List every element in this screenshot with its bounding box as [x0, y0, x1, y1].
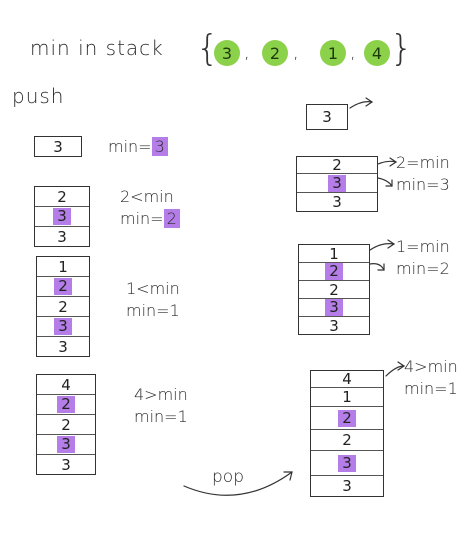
arrow-2b	[377, 177, 393, 187]
stack-cell: 4	[311, 370, 383, 388]
push-note-4: 4>min min=1	[134, 385, 188, 426]
push-stack-1: 3	[34, 136, 82, 157]
stack-cell: 3	[322, 108, 332, 126]
push-label: push	[12, 84, 65, 108]
pop-note-3: 1=min min=2	[396, 237, 450, 278]
pop-arrow	[183, 471, 293, 496]
stack-cell: 3	[332, 193, 342, 211]
stack-cell: 1	[311, 388, 383, 407]
pop-stack-1: 3	[306, 104, 348, 130]
arrow-3a	[369, 243, 395, 251]
comma: ,	[293, 42, 299, 63]
stack-cell: 1	[37, 257, 89, 277]
stack-cell: 3	[299, 299, 369, 317]
stack-cell: 2	[311, 407, 383, 430]
brace-open: {	[196, 28, 219, 69]
comma: ,	[244, 42, 250, 63]
push-note-3: 1<min min=1	[126, 279, 180, 320]
pop-stack-4: 4 1 2 2 3 3	[310, 370, 384, 497]
push-stack-4: 4 2 2 3 3	[36, 374, 96, 475]
stack-cell: 2	[299, 281, 369, 299]
stack-cell: 3	[35, 207, 89, 227]
sequence-item-1: 3	[214, 40, 240, 66]
stack-cell: 4	[37, 375, 95, 395]
stack-cell: 3	[61, 455, 71, 474]
pop-note-2: 2=min min=3	[396, 153, 450, 194]
stack-cell: 3	[37, 317, 89, 337]
pop-stack-3: 1 2 2 3 3	[298, 244, 370, 335]
stack-cell: 2	[311, 430, 383, 451]
push-stack-3: 1 2 2 3 3	[36, 256, 90, 357]
arrow-1	[349, 101, 373, 109]
stack-cell: 3	[57, 227, 67, 246]
pop-note-4: 4>min min=1	[404, 357, 458, 398]
title: min in stack	[30, 36, 164, 60]
sequence-item-4: 4	[364, 40, 390, 66]
push-stack-2: 2 3 3	[34, 186, 90, 247]
stack-cell: 1	[299, 245, 369, 263]
comma: ,	[350, 42, 356, 63]
push-note-1: min=3	[108, 136, 168, 158]
pop-arrow-head	[283, 471, 293, 481]
stack-cell: 3	[329, 316, 339, 335]
stack-cell: 2	[37, 297, 89, 317]
stack-cell: 2	[37, 415, 95, 435]
sequence-item-3: 1	[320, 40, 346, 66]
arrow-3b	[369, 263, 385, 271]
pop-label: pop	[212, 467, 244, 487]
stack-cell: 3	[53, 137, 63, 156]
sequence-item-2: 2	[262, 40, 288, 66]
stack-cell: 3	[37, 435, 95, 455]
arrow-4	[385, 365, 405, 377]
stack-cell: 3	[58, 337, 68, 356]
stack-cell: 2	[299, 263, 369, 281]
stack-cell: 3	[297, 174, 377, 193]
stack-cell: 3	[342, 477, 352, 495]
stack-cell: 2	[37, 277, 89, 297]
stack-cell: 2	[297, 156, 377, 174]
brace-close: }	[390, 28, 413, 69]
stack-cell: 2	[35, 187, 89, 207]
push-note-2: 2<min min=2	[120, 186, 180, 230]
stack-cell: 3	[311, 451, 383, 476]
pop-stack-2: 2 3 3	[296, 156, 378, 212]
stack-cell: 2	[37, 395, 95, 415]
